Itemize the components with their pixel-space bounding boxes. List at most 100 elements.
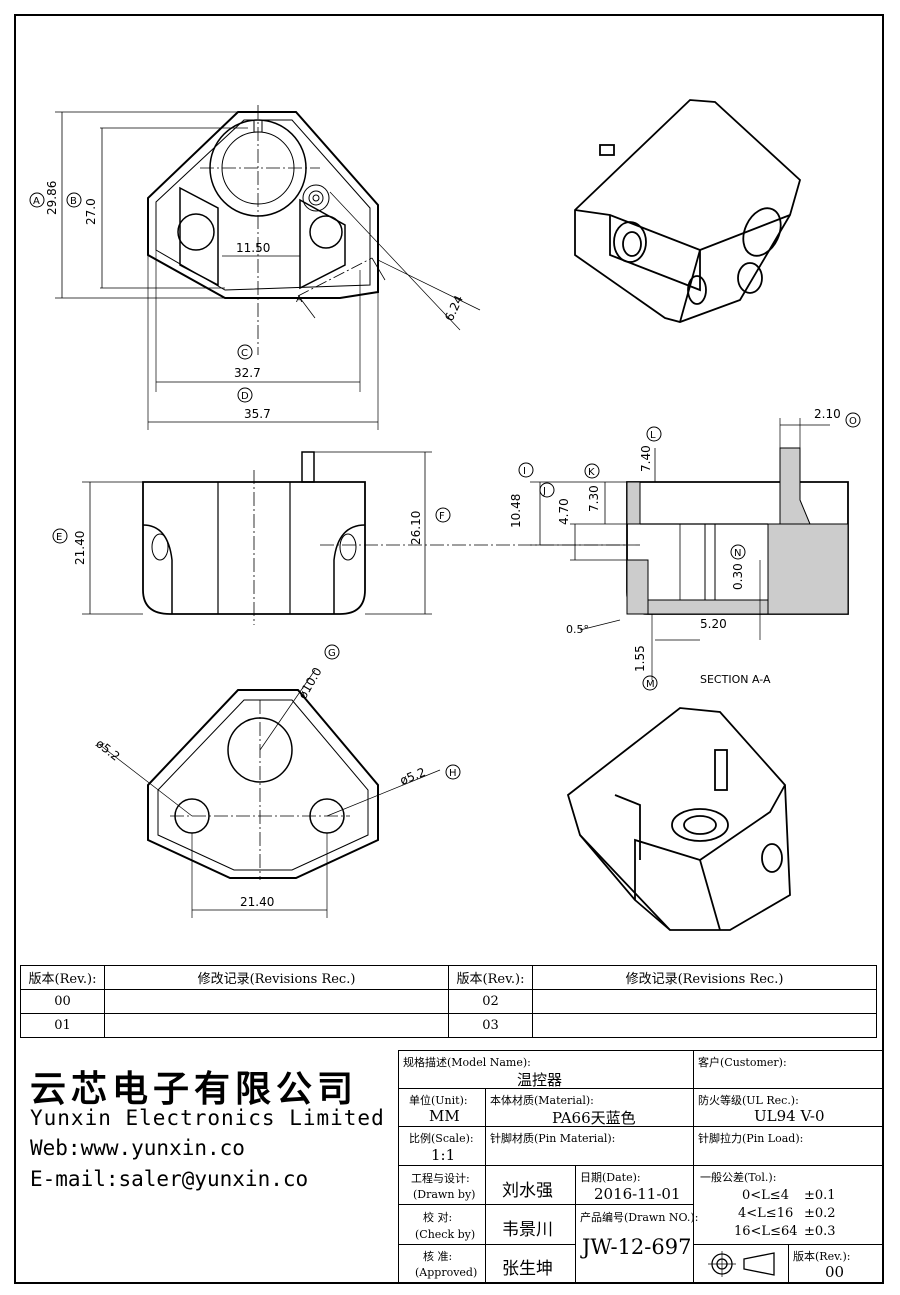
projection-symbol-icon <box>708 1251 775 1277</box>
rev-cell: 02 <box>448 989 533 1014</box>
dim-4-70: 4.70 <box>557 498 571 525</box>
tol-range-2: 16<L≤64 <box>734 1224 798 1239</box>
ul-value: UL94 V-0 <box>754 1107 825 1125</box>
revision-row: 00 02 <box>20 989 877 1014</box>
rev-header-right: 版本(Rev.): <box>448 965 533 990</box>
approved-label-cn: 核 准: <box>423 1250 453 1263</box>
date-label: 日期(Date): <box>580 1171 641 1184</box>
section-arrow-label: A <box>296 295 303 305</box>
dim-label-k: K <box>588 467 595 478</box>
tol-range-0: 0<L≤4 <box>742 1188 789 1203</box>
drawn-value: 刘水强 <box>502 1181 553 1201</box>
unit-label: 单位(Unit): <box>409 1094 468 1107</box>
dim-label-b: B <box>70 196 77 207</box>
company-name-en: Yunxin Electronics Limited <box>30 1106 385 1130</box>
dim-phi-10: ø10.0 <box>295 665 324 701</box>
scale-value: 1:1 <box>431 1146 456 1164</box>
technical-drawing <box>29 99 861 931</box>
pin-material-label: 针脚材质(Pin Material): <box>490 1132 616 1145</box>
drawn-no-cell: 产品编号(Drawn NO.): JW-12-697 <box>575 1204 698 1283</box>
rev-value: 00 <box>825 1263 845 1281</box>
pin-load-label: 针脚拉力(Pin Load): <box>698 1132 804 1145</box>
dim-26-10: 26.10 <box>409 511 423 545</box>
rec-cell <box>532 989 877 1014</box>
company-name-cn: 云芯电子有限公司 <box>30 1069 359 1110</box>
dim-27-0: 27.0 <box>84 198 98 225</box>
bottom-view <box>99 644 461 918</box>
customer-cell: 客户(Customer): <box>693 1050 883 1089</box>
check-label-cn: 校 对: <box>423 1211 453 1224</box>
unit-cell: 单位(Unit): MM <box>398 1088 486 1127</box>
dim-label-j: J <box>542 486 546 497</box>
dim-label-c: C <box>241 348 248 359</box>
iso-view-top <box>574 99 802 323</box>
tol-value-2: ±0.3 <box>804 1224 836 1239</box>
unit-value: MM <box>429 1107 460 1125</box>
dim-11-50: 11.50 <box>236 241 270 255</box>
scale-label: 比例(Scale): <box>409 1132 474 1145</box>
dim-0-5-deg: 0.5° <box>566 623 589 636</box>
rec-header-right: 修改记录(Revisions Rec.) <box>532 965 877 990</box>
rev-label: 版本(Rev.): <box>793 1250 851 1263</box>
dim-7-40: 7.40 <box>639 445 653 472</box>
approved-label-cell: 核 准: (Approved) <box>398 1244 486 1283</box>
revision-row: 01 03 <box>20 1013 877 1038</box>
rec-cell <box>104 1013 449 1038</box>
scale-cell: 比例(Scale): 1:1 <box>398 1126 486 1166</box>
company-block: 云芯电子有限公司 Yunxin Electronics Limited Web:… <box>20 1050 396 1283</box>
dimension-labels: A B 29.86 27.0 11.50 6.24 A C 32.7 D 35.… <box>33 181 857 909</box>
iso-view-bottom <box>566 707 791 931</box>
dim-label-f: F <box>439 511 445 522</box>
rev-cell: 00 <box>20 989 105 1014</box>
dim-label-h: H <box>449 768 457 779</box>
projection-cell <box>693 1244 789 1283</box>
dim-29-86: 29.86 <box>45 181 59 215</box>
dim-7-30: 7.30 <box>587 485 601 512</box>
material-value: PA66天蓝色 <box>552 1109 636 1127</box>
material-label: 本体材质(Material): <box>490 1094 594 1107</box>
dim-label-e: E <box>56 532 62 543</box>
dim-phi-5-2-left: ø5.2 <box>93 736 122 763</box>
dim-label-g: G <box>328 648 336 659</box>
customer-label: 客户(Customer): <box>698 1056 787 1069</box>
ul-label: 防火等级(UL Rec.): <box>698 1094 799 1107</box>
section-title: SECTION A-A <box>700 673 771 686</box>
drawn-value-cell: 刘水强 <box>485 1165 576 1205</box>
dim-label-n: N <box>734 548 741 559</box>
drawn-label-cn: 工程与设计: <box>411 1172 470 1185</box>
rev-cell: 01 <box>20 1013 105 1038</box>
pin-load-cell: 针脚拉力(Pin Load): <box>693 1126 883 1166</box>
drawn-no-label: 产品编号(Drawn NO.): <box>580 1211 699 1224</box>
side-view <box>52 451 640 625</box>
rev-cell: 版本(Rev.): 00 <box>788 1244 883 1283</box>
dim-21-40-bottom: 21.40 <box>240 895 274 909</box>
rec-cell <box>104 989 449 1014</box>
company-website: Web:www.yunxin.co <box>30 1136 245 1160</box>
revision-table: 版本(Rev.): 修改记录(Revisions Rec.) 版本(Rev.):… <box>20 965 877 1038</box>
dim-1-55: 1.55 <box>633 645 647 672</box>
check-value-cell: 韦景川 <box>485 1204 576 1245</box>
rev-cell: 03 <box>448 1013 533 1038</box>
model-label: 规格描述(Model Name): <box>403 1056 531 1069</box>
rev-header-left: 版本(Rev.): <box>20 965 105 990</box>
title-block: 规格描述(Model Name): 温控器 客户(Customer): 单位(U… <box>398 1050 883 1283</box>
tol-value-0: ±0.1 <box>804 1188 836 1203</box>
dim-label-m: M <box>646 679 655 690</box>
drawing-frame <box>14 14 884 1284</box>
rec-header-left: 修改记录(Revisions Rec.) <box>104 965 449 990</box>
dim-label-l: L <box>650 430 656 441</box>
company-email: E-mail:saler@yunxin.co <box>30 1167 309 1191</box>
dim-6-24: 6.24 <box>442 293 466 323</box>
model-cell: 规格描述(Model Name): 温控器 <box>398 1050 694 1089</box>
drawn-label-en: (Drawn by) <box>413 1188 476 1201</box>
section-view <box>518 412 861 691</box>
tol-label: 一般公差(Tol.): <box>700 1171 777 1184</box>
approved-value: 张生坤 <box>502 1259 553 1279</box>
dim-label-i: I <box>523 466 526 477</box>
top-view <box>29 105 481 430</box>
tol-value-1: ±0.2 <box>804 1206 836 1221</box>
dim-21-40-side: 21.40 <box>73 531 87 565</box>
tol-range-1: 4<L≤16 <box>738 1206 794 1221</box>
dim-32-7: 32.7 <box>234 366 261 380</box>
rec-cell <box>532 1013 877 1038</box>
